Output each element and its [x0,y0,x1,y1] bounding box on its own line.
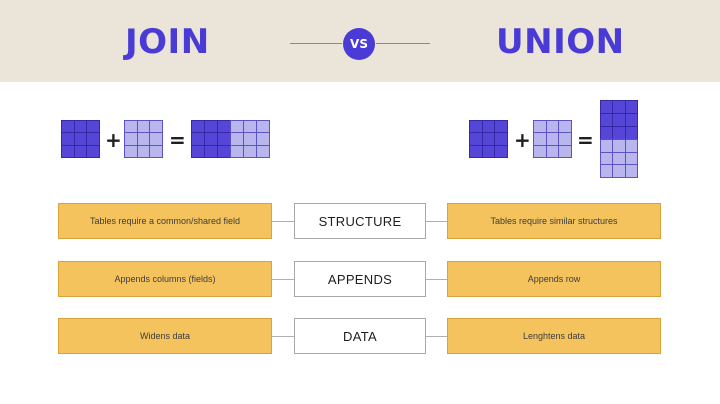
join-equals-sign: = [169,128,186,152]
header-divider-left [290,43,342,44]
union-plus-sign: + [514,128,531,152]
union-structure-box: Tables require similar structures [447,203,661,239]
vs-badge: VS [343,28,375,60]
connector-line [426,221,447,222]
connector-line [426,336,447,337]
connector-line [426,279,447,280]
join-result-table [191,120,270,158]
join-right-table [124,120,163,158]
header-band: JOIN VS UNION [0,0,720,82]
union-result-table [600,100,638,178]
connector-line [272,279,294,280]
union-left-table [469,120,508,158]
join-plus-sign: + [105,128,122,152]
appends-label: APPENDS [294,261,426,297]
union-appends-box: Appends row [447,261,661,297]
header-divider-right [376,43,430,44]
union-data-box: Lenghtens data [447,318,661,354]
join-structure-box: Tables require a common/shared field [58,203,272,239]
structure-label: STRUCTURE [294,203,426,239]
join-title: JOIN [125,22,210,62]
connector-line [272,336,294,337]
join-appends-box: Appends columns (fields) [58,261,272,297]
union-equals-sign: = [577,128,594,152]
union-title: UNION [496,22,625,62]
connector-line [272,221,294,222]
union-right-table [533,120,572,158]
join-left-table [61,120,100,158]
data-label: DATA [294,318,426,354]
join-data-box: Widens data [58,318,272,354]
